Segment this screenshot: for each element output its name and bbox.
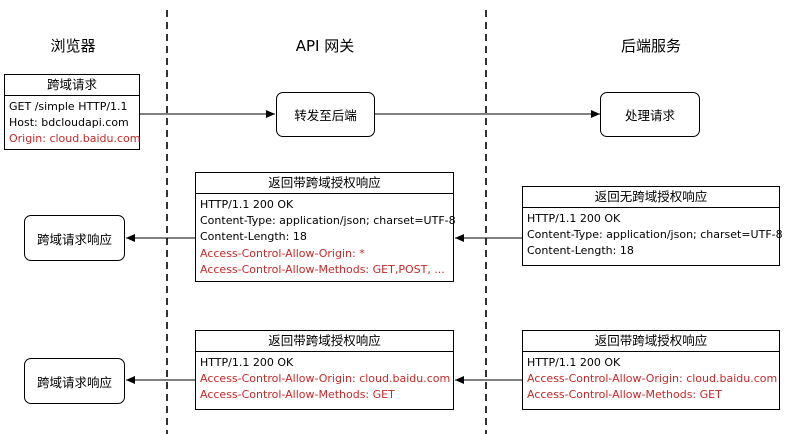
gateway-response-1-content-type: Content-Type: application/json; charset=… [200, 214, 456, 228]
backend-response-2-status: HTTP/1.1 200 OK [527, 356, 621, 369]
gateway-response-1-status: HTTP/1.1 200 OK [200, 198, 294, 211]
column-title-gateway: API 网关 [295, 37, 355, 55]
gateway-response-2-allow-methods: Access-Control-Allow-Methods: GET [200, 388, 395, 402]
backend-response-1-status: HTTP/1.1 200 OK [527, 212, 621, 225]
gateway-response-1-allow-methods: Access-Control-Allow-Methods: GET,POST, … [200, 262, 445, 276]
request-line-host: Host: bdcloudapi.com [9, 116, 129, 130]
gateway-response-box-1: 返回带跨域授权响应 HTTP/1.1 200 OK Content-Type: … [195, 172, 456, 282]
backend-response-2-allow-methods: Access-Control-Allow-Methods: GET [527, 388, 722, 402]
request-box-title: 跨域请求 [5, 75, 139, 96]
backend-response-1-title: 返回无跨域授权响应 [523, 187, 779, 208]
handle-request-box: 处理请求 [600, 92, 700, 137]
backend-response-2-allow-origin: Access-Control-Allow-Origin: cloud.baidu… [527, 372, 778, 386]
gateway-response-1-title: 返回带跨域授权响应 [196, 173, 453, 194]
request-line-method: GET /simple HTTP/1.1 [9, 100, 128, 113]
gateway-response-2-title: 返回带跨域授权响应 [196, 331, 453, 352]
browser-response-box-2: 跨域请求响应 [24, 358, 125, 404]
gateway-response-2-status: HTTP/1.1 200 OK [200, 356, 294, 369]
backend-response-box-2: 返回带跨域授权响应 HTTP/1.1 200 OK Access-Control… [522, 330, 780, 410]
gateway-response-1-content-length: Content-Length: 18 [200, 230, 307, 244]
forward-to-backend-box: 转发至后端 [276, 92, 375, 137]
gateway-response-1-allow-origin: Access-Control-Allow-Origin: * [200, 246, 365, 260]
gateway-response-2-allow-origin: Access-Control-Allow-Origin: cloud.baidu… [200, 372, 451, 386]
backend-response-1-content-type: Content-Type: application/json; charset=… [527, 228, 783, 242]
request-box: 跨域请求 GET /simple HTTP/1.1 Host: bdclouda… [4, 74, 140, 150]
gateway-response-box-2: 返回带跨域授权响应 HTTP/1.1 200 OK Access-Control… [195, 330, 454, 410]
backend-response-box-1: 返回无跨域授权响应 HTTP/1.1 200 OK Content-Type: … [522, 186, 783, 266]
backend-response-1-content-length: Content-Length: 18 [527, 244, 634, 258]
column-title-browser: 浏览器 [50, 37, 96, 55]
browser-response-box-1: 跨域请求响应 [24, 215, 125, 261]
column-title-backend: 后端服务 [620, 37, 682, 55]
request-line-origin: Origin: cloud.baidu.com [9, 132, 141, 146]
backend-response-2-title: 返回带跨域授权响应 [523, 331, 779, 352]
